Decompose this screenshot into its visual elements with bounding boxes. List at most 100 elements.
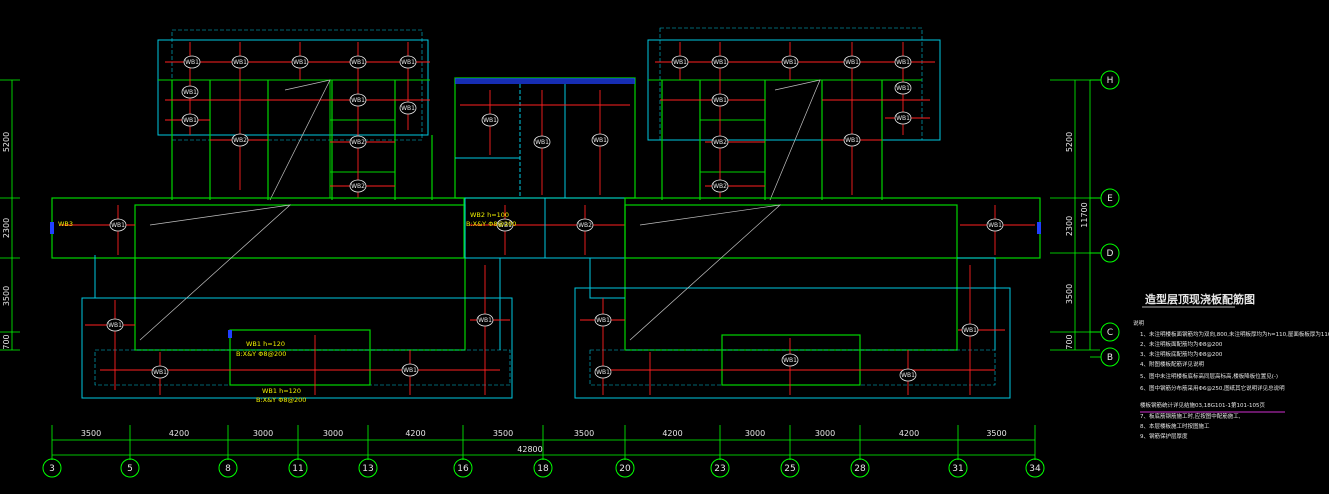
slab-tag-text: WB1: [845, 137, 859, 144]
slab-tag: WB1: [711, 55, 729, 69]
blue-marker: [50, 222, 54, 234]
slab-label: WB2 h=100: [470, 211, 509, 219]
total-dim-text: 42800: [517, 445, 542, 454]
slab-tag-text: WB1: [896, 59, 910, 66]
axis-bubble: 23: [710, 458, 730, 478]
wing-outline: [157, 39, 429, 136]
axis-bubble: 5: [120, 458, 140, 478]
slab-tag-text: WB1: [896, 115, 910, 122]
slab-tag-text: WB2: [713, 139, 727, 146]
slab-tag: WB2: [711, 135, 729, 149]
slab-tag-text: WB1: [108, 322, 122, 329]
axis-bubble: D: [1090, 243, 1120, 263]
wall-line: [589, 258, 625, 299]
slab-tag: WB1: [781, 55, 799, 69]
note-line: 5、图中未注明楼板底标高同层高标高,楼板降板位置见(-): [1140, 372, 1278, 380]
slab-tag: WB1: [894, 81, 912, 95]
slab-tag-text: WB1: [596, 317, 610, 324]
slab-tag: WB1: [109, 218, 127, 232]
slab-tag: WB1: [961, 323, 979, 337]
note-line: 4、附图楼板配筋详见说明: [1140, 360, 1205, 368]
slab-tag-text: WB1: [478, 317, 492, 324]
slab-tag-text: WB1: [593, 137, 607, 144]
notes-header: 说明: [1133, 319, 1145, 327]
axis-bubble: 18: [533, 458, 553, 478]
slab-tag: WB1: [986, 218, 1004, 232]
slab-tag: WB1: [481, 113, 499, 127]
note-line: 1、未注明楼板面钢筋均为双向,800,未注明板厚均为h=110,屋面板板厚为11…: [1140, 330, 1329, 338]
slab-tag-text: WB2: [233, 137, 247, 144]
axis-bubble: C: [1090, 322, 1120, 342]
slab-tag: WB1: [106, 318, 124, 332]
stair-outline: [455, 78, 635, 84]
dim-text: 4200: [405, 429, 425, 438]
slab-tag-text: WB1: [988, 222, 1002, 229]
slab-tag-text: WB1: [483, 117, 497, 124]
slab-label: B:X&Y Φ8@200: [466, 220, 516, 228]
axis-bubble: E: [1090, 188, 1120, 208]
dim-text: 5200: [2, 132, 11, 152]
slab-tag: WB1: [291, 55, 309, 69]
slab-tag: WB1: [894, 111, 912, 125]
slab-tag: WB1: [151, 365, 169, 379]
slab-tag: WB1: [231, 55, 249, 69]
slab-tag-text: WB1: [896, 85, 910, 92]
axis-label: 8: [225, 464, 231, 474]
notes-block: 造型层顶现浇板配筋图 说明 1、未注明楼板面钢筋均为双向,800,未注明板厚均为…: [1133, 292, 1329, 440]
slab-labels: WB2 h=100 B:X&Y Φ8@200 WB1 h=120 B:X&Y Φ…: [58, 211, 516, 404]
slab-tag: WB2: [576, 218, 594, 232]
slab-tag-text: WB2: [713, 183, 727, 190]
slab-tag: WB1: [401, 363, 419, 377]
wing-outline: [659, 27, 923, 141]
slab-tag: WB1: [399, 55, 417, 69]
axis-label: 3: [49, 464, 55, 474]
axis-label: 16: [457, 464, 469, 474]
slab-tag-text: WB1: [183, 117, 197, 124]
axis-bubble: H: [1090, 70, 1120, 90]
balcony-outline: [229, 329, 371, 386]
slab-tag: WB1: [476, 313, 494, 327]
main-outline: [624, 204, 958, 351]
dim-text: 3000: [323, 429, 343, 438]
slab-tag-text: WB1: [845, 59, 859, 66]
slab-tag-text: WB1: [401, 59, 415, 66]
dim-text: 3500: [2, 286, 11, 306]
dim-text: 3000: [815, 429, 835, 438]
slab-tag-text: WB1: [783, 59, 797, 66]
dim-text: 700: [1065, 334, 1074, 349]
right-axis-bubbles: H E D CB: [1090, 70, 1120, 367]
center-stair-plan: [454, 77, 636, 259]
axis-bubble: 8: [218, 458, 238, 478]
right-dimensions: 5200 2300 3500 700 11700: [1050, 79, 1100, 351]
slab-tag-text: WB1: [713, 97, 727, 104]
opening-line: [269, 79, 331, 201]
slab-label: WB3: [58, 220, 73, 228]
slab-tag: WB1: [671, 55, 689, 69]
axis-label: 11: [292, 464, 303, 474]
dim-text: 3500: [574, 429, 594, 438]
slab-tag-text: WB2: [351, 183, 365, 190]
slab-tag-text: WB1: [351, 97, 365, 104]
blue-marker: [228, 330, 232, 338]
slab-tag-text: WB1: [233, 59, 247, 66]
axis-label: 25: [784, 464, 795, 474]
axis-bubble: B: [1090, 347, 1120, 367]
south-outline: [574, 287, 1011, 399]
balcony-outline: [721, 334, 861, 386]
axis-bubble: 20: [615, 458, 635, 478]
axis-bubble: 31: [948, 458, 968, 478]
slab-tag: WB2: [349, 135, 367, 149]
dim-text: 4200: [899, 429, 919, 438]
slab-tag: WB1: [594, 365, 612, 379]
left-block-plan: [50, 29, 545, 399]
slab-tag-text: WB1: [351, 59, 365, 66]
axis-label: 28: [854, 464, 866, 474]
slab-tag: WB1: [349, 93, 367, 107]
slab-tag: WB2: [349, 179, 367, 193]
slab-tag-text: WB1: [596, 369, 610, 376]
blue-marker: [1037, 222, 1041, 234]
axis-bubble: 34: [1025, 458, 1045, 478]
axis-label: C: [1107, 328, 1113, 338]
